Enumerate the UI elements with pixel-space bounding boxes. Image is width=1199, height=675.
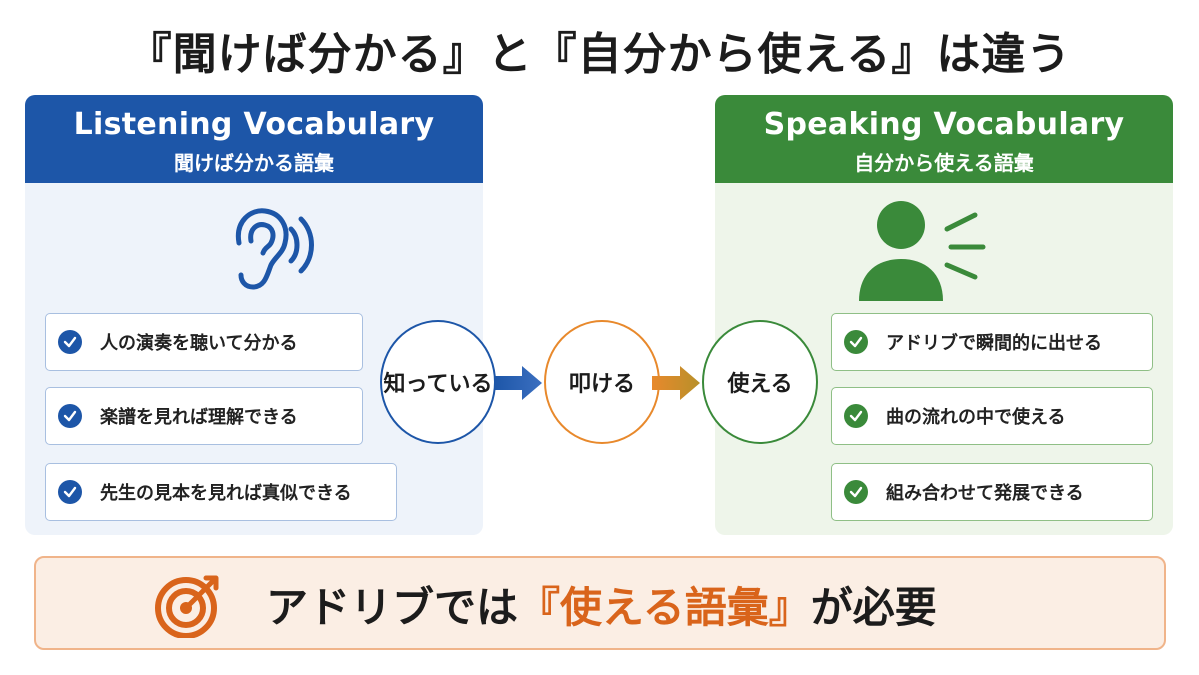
listening-title-ja: 聞けば分かる語彙 xyxy=(174,151,334,175)
listening-item: 楽譜を見れば理解できる xyxy=(45,387,363,445)
target-icon xyxy=(155,575,219,638)
speaking-item: 曲の流れの中で使える xyxy=(831,387,1153,445)
speaking-person-icon xyxy=(859,201,986,301)
check-icon xyxy=(844,404,868,428)
speaking-title-en: Speaking Vocabulary xyxy=(763,107,1125,142)
listening-title-en: Listening Vocabulary xyxy=(73,107,435,142)
speaking-title-ja: 自分から使える語彙 xyxy=(854,151,1034,175)
arrow-right-icon xyxy=(652,366,700,400)
ear-icon xyxy=(235,208,314,290)
listening-item: 先生の見本を見れば真似できる xyxy=(45,463,397,521)
listening-item: 人の演奏を聴いて分かる xyxy=(45,313,363,371)
arrow-right-icon xyxy=(494,366,542,400)
step-know: 知っている xyxy=(380,320,496,444)
listening-item-text: 先生の見本を見れば真似できる xyxy=(100,483,352,504)
conclusion-text: アドリブでは 『使える語彙』 が必要 xyxy=(266,572,937,636)
speaking-item: アドリブで瞬間的に出せる xyxy=(831,313,1153,371)
check-icon xyxy=(58,480,82,504)
speaking-item-text: 組み合わせて発展できる xyxy=(886,483,1084,504)
listening-vocabulary-panel: Listening Vocabulary 聞けば分かる語彙 人の演奏を聴いて分か… xyxy=(25,95,483,535)
conclusion-prefix: アドリブでは xyxy=(266,582,519,632)
check-icon xyxy=(58,330,82,354)
speaking-vocabulary-panel: Speaking Vocabulary 自分から使える語彙 アドリブで瞬間的に出… xyxy=(715,95,1173,535)
check-icon xyxy=(844,330,868,354)
check-icon xyxy=(844,480,868,504)
speaking-panel-header: Speaking Vocabulary 自分から使える語彙 xyxy=(715,95,1173,183)
conclusion-banner: アドリブでは 『使える語彙』 が必要 xyxy=(34,556,1166,650)
step-use: 使える xyxy=(702,320,818,444)
listening-item-text: 楽譜を見れば理解できる xyxy=(100,407,298,428)
conclusion-highlight: 『使える語彙』 xyxy=(518,582,811,632)
step-play: 叩ける xyxy=(544,320,660,444)
speaking-item-text: 曲の流れの中で使える xyxy=(886,407,1066,428)
speaking-item: 組み合わせて発展できる xyxy=(831,463,1153,521)
listening-panel-header: Listening Vocabulary 聞けば分かる語彙 xyxy=(25,95,483,183)
conclusion-suffix: が必要 xyxy=(810,582,937,632)
page-title: 『聞けば分かる』と『自分から使える』は違う xyxy=(127,29,1072,80)
listening-item-text: 人の演奏を聴いて分かる xyxy=(100,333,298,354)
check-icon xyxy=(58,404,82,428)
speaking-item-text: アドリブで瞬間的に出せる xyxy=(886,333,1102,354)
